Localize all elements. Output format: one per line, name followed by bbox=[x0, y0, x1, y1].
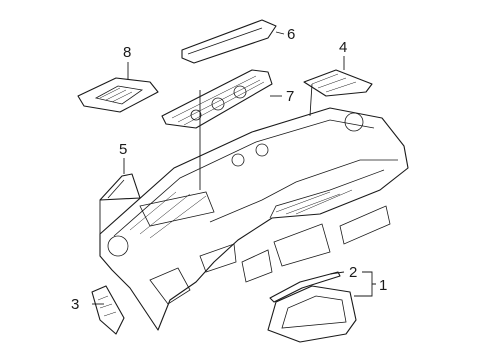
part-2-cluster-bezel bbox=[269, 271, 341, 303]
leader-6 bbox=[275, 31, 285, 35]
instrument-panel-body bbox=[99, 107, 409, 331]
callout-7: 7 bbox=[286, 88, 294, 105]
part-1-instrument-cluster bbox=[267, 285, 357, 343]
part-8-cover-plate bbox=[77, 77, 159, 113]
part-4-side-top-panel bbox=[303, 69, 373, 97]
callout-8: 8 bbox=[123, 44, 131, 61]
callout-6: 6 bbox=[287, 26, 295, 43]
callout-3: 3 bbox=[71, 296, 79, 313]
callout-2: 2 bbox=[349, 264, 357, 281]
part-7-defroster-grille bbox=[161, 69, 273, 129]
callout-4: 4 bbox=[339, 39, 347, 56]
leader-lines bbox=[92, 31, 376, 305]
callout-5: 5 bbox=[119, 141, 127, 158]
leader-2 bbox=[329, 271, 345, 275]
part-3-lower-side-cover bbox=[91, 285, 125, 335]
part-5-side-trim bbox=[99, 173, 141, 201]
leader-1 bbox=[354, 271, 376, 297]
part-6-upper-trim-strip bbox=[181, 19, 277, 64]
callout-1: 1 bbox=[379, 277, 387, 294]
leader-4-extra bbox=[309, 83, 313, 117]
